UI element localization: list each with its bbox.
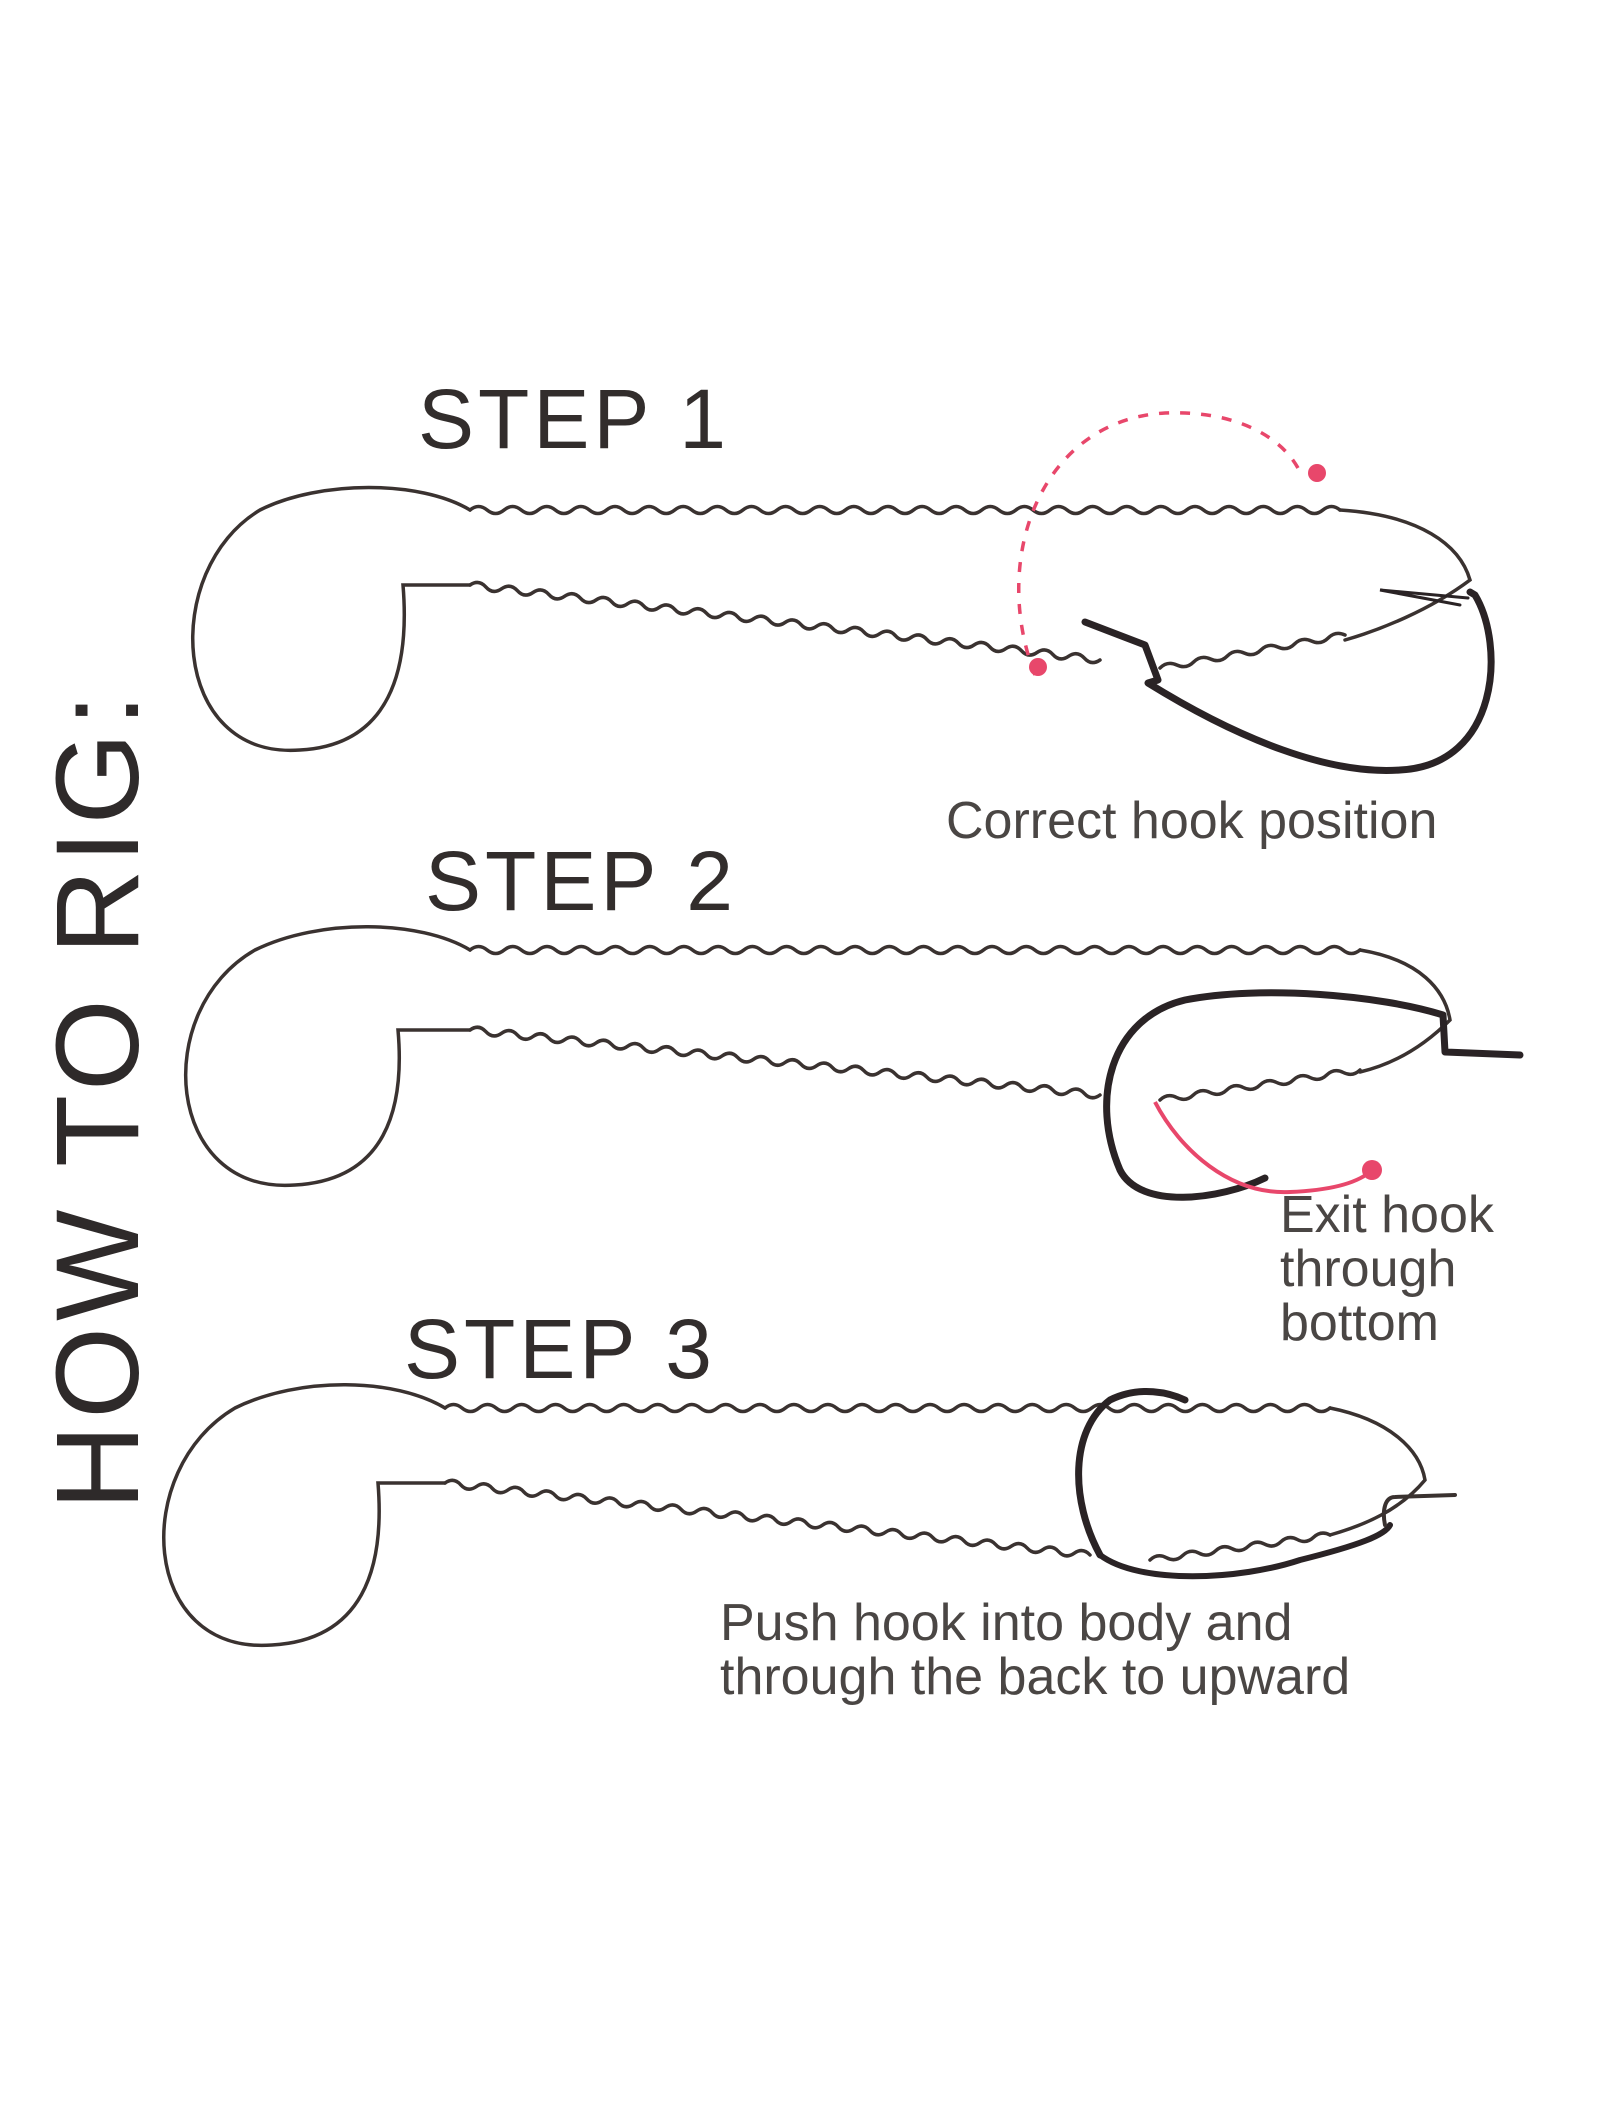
step-3-heading: STEP 3: [404, 1302, 716, 1396]
worm-body-3: [162, 1383, 1427, 1647]
worm-body-1: [191, 485, 1473, 752]
worm-bottom-edge-2: [468, 1025, 1102, 1100]
worm-bottom-edge-1: [468, 580, 1102, 665]
worm-head-3: [162, 1383, 447, 1647]
step-2-caption-line-1: Exit hook: [1280, 1186, 1495, 1244]
worm-bottom-edge-2b: [1158, 1068, 1362, 1102]
main-title: HOW TO RIG:: [32, 688, 164, 1510]
worm-top-edge-1: [468, 504, 1342, 516]
worm-bottom-edge-3: [443, 1478, 1092, 1558]
hook-2: [1103, 989, 1524, 1201]
hook-3: [1075, 1388, 1189, 1559]
guide-dot-2: [1362, 1160, 1382, 1180]
hook-1: [1081, 588, 1495, 774]
worm-bottom-edge-1b: [1158, 631, 1347, 670]
step-2-caption-line-2: through: [1280, 1240, 1456, 1298]
worm-body-2: [183, 925, 1452, 1187]
worm-bottom-edge-3b: [1148, 1531, 1332, 1562]
hook-3-eye: [1381, 1493, 1457, 1527]
worm-tail-3: [1328, 1406, 1427, 1537]
worm-head-1: [191, 485, 472, 752]
step-2-heading: STEP 2: [425, 834, 737, 928]
guide-dot-1b: [1029, 658, 1047, 676]
worm-tail-1: [1338, 508, 1473, 642]
step-1-caption: Correct hook position: [946, 792, 1437, 850]
hook-1-barb: [1379, 588, 1470, 607]
step-3: STEP 3 Push hook into body and through t…: [162, 1302, 1457, 1706]
worm-top-edge-2: [468, 944, 1362, 956]
step-2: STEP 2 Exit hook through bottom: [183, 834, 1524, 1352]
worm-head-2: [183, 925, 472, 1187]
hook-3-shank: [1097, 1522, 1393, 1580]
worm-top-edge-3: [443, 1402, 1332, 1414]
step-3-caption-line-2: through the back to upward: [720, 1648, 1350, 1706]
step-2-caption-line-3: bottom: [1280, 1294, 1439, 1352]
guide-arc-2: [1153, 1101, 1372, 1195]
guide-dot-1a: [1308, 464, 1326, 482]
step-3-caption-line-1: Push hook into body and: [720, 1594, 1292, 1652]
guide-arc-1: [1017, 411, 1302, 676]
step-1-heading: STEP 1: [418, 372, 730, 466]
worm-tail-2: [1358, 948, 1452, 1074]
step-1: STEP 1 Correct hook position: [191, 372, 1495, 850]
